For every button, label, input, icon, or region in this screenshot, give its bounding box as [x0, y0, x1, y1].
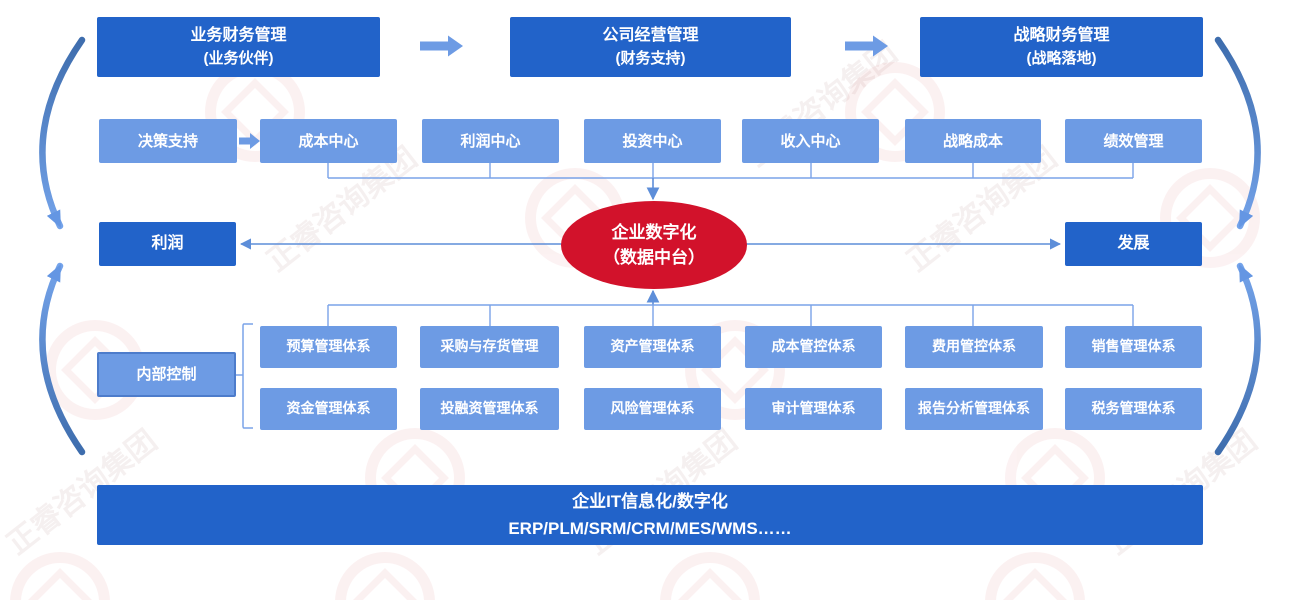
node-budget-system: 预算管理体系	[260, 326, 397, 368]
flow-arrow-right	[845, 35, 888, 57]
node-audit-system: 审计管理体系	[745, 388, 882, 430]
node-revenue-center: 收入中心	[742, 119, 879, 163]
banner-line2: ERP/PLM/SRM/CRM/MES/WMS……	[508, 519, 792, 538]
connector-lines-bottom	[327, 304, 1134, 326]
connector-lines-top	[327, 163, 1134, 179]
node-asset-system: 资产管理体系	[584, 326, 721, 368]
flow-arrow-right	[420, 35, 463, 57]
node-development: 发展	[1065, 222, 1202, 266]
node-investment-center: 投资中心	[584, 119, 721, 163]
hub-subtitle: （数据中台）	[603, 248, 705, 267]
curved-arrow-right-top	[1214, 36, 1261, 230]
node-title: 战略财务管理	[1013, 27, 1110, 45]
node-title: 业务财务管理	[190, 27, 287, 45]
node-report-analysis-system: 报告分析管理体系	[905, 388, 1043, 430]
curved-arrow-left-top	[39, 36, 86, 230]
node-internal-control: 内部控制	[97, 352, 236, 397]
it-banner: 企业IT信息化/数字化 ERP/PLM/SRM/CRM/MES/WMS……	[97, 485, 1203, 545]
internal-control-bracket	[236, 323, 253, 429]
node-funds-system: 资金管理体系	[260, 388, 397, 430]
node-sales-system: 销售管理体系	[1065, 326, 1202, 368]
node-business-finance: 业务财务管理 (业务伙伴)	[97, 17, 380, 77]
node-cost-center: 成本中心	[260, 119, 397, 163]
node-performance-mgmt: 绩效管理	[1065, 119, 1202, 163]
node-profit: 利润	[99, 222, 236, 266]
node-strategic-finance: 战略财务管理 (战略落地)	[920, 17, 1203, 77]
curved-arrow-left-bottom	[39, 262, 86, 456]
node-decision-support: 决策支持	[99, 119, 237, 163]
node-subtitle: (业务伙伴)	[203, 49, 274, 67]
curved-arrow-right-bottom	[1214, 262, 1261, 456]
node-company-operation: 公司经营管理 (财务支持)	[510, 17, 791, 77]
node-subtitle: (战略落地)	[1026, 49, 1097, 67]
node-tax-system: 税务管理体系	[1065, 388, 1202, 430]
flow-arrow-right	[239, 133, 260, 149]
node-risk-system: 风险管理体系	[584, 388, 721, 430]
node-profit-center: 利润中心	[422, 119, 559, 163]
node-procurement-system: 采购与存货管理	[420, 326, 559, 368]
node-subtitle: (财务支持)	[615, 49, 686, 67]
node-digital-hub: 企业数字化 （数据中台）	[561, 201, 747, 289]
node-cost-control-system: 成本管控体系	[745, 326, 882, 368]
node-financing-system: 投融资管理体系	[420, 388, 559, 430]
node-expense-control-system: 费用管控体系	[905, 326, 1043, 368]
node-title: 公司经营管理	[602, 27, 699, 45]
node-strategic-cost: 战略成本	[905, 119, 1041, 163]
hub-title: 企业数字化	[611, 222, 697, 242]
banner-line1: 企业IT信息化/数字化	[572, 491, 728, 511]
